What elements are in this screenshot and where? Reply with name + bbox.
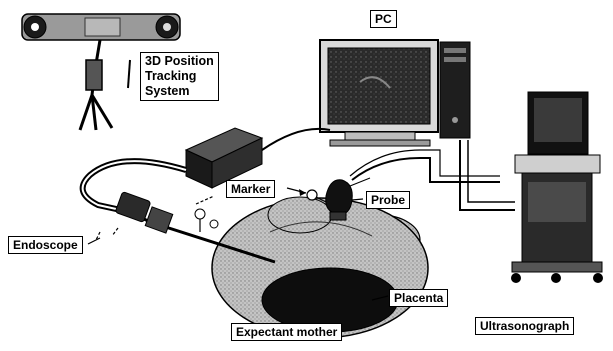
- monitor-icon: [319, 39, 439, 147]
- marker-icon: [286, 187, 327, 203]
- pc-label: PC: [370, 10, 397, 28]
- cables: [79, 127, 515, 215]
- tracking-system-label: 3D Position Tracking System: [140, 52, 219, 101]
- placenta-label: Placenta: [389, 289, 449, 307]
- light-source-box-icon: [184, 127, 264, 189]
- endoscope-icon: [95, 191, 276, 264]
- ultrasound-machine-icon: [511, 91, 603, 283]
- ultrasound-probe-icon: [325, 177, 371, 221]
- tower-pc-icon: [439, 41, 471, 139]
- endoscope-label: Endoscope: [8, 236, 83, 254]
- expectant-mother-label: Expectant mother: [231, 323, 343, 341]
- ultrasonograph-label: Ultrasonograph: [475, 317, 575, 335]
- probe-label: Probe: [366, 191, 411, 209]
- tracking-camera-icon: [21, 13, 181, 41]
- leader-lines: [87, 198, 389, 301]
- marker-label: Marker: [226, 180, 276, 198]
- tripod-icon: [78, 39, 131, 131]
